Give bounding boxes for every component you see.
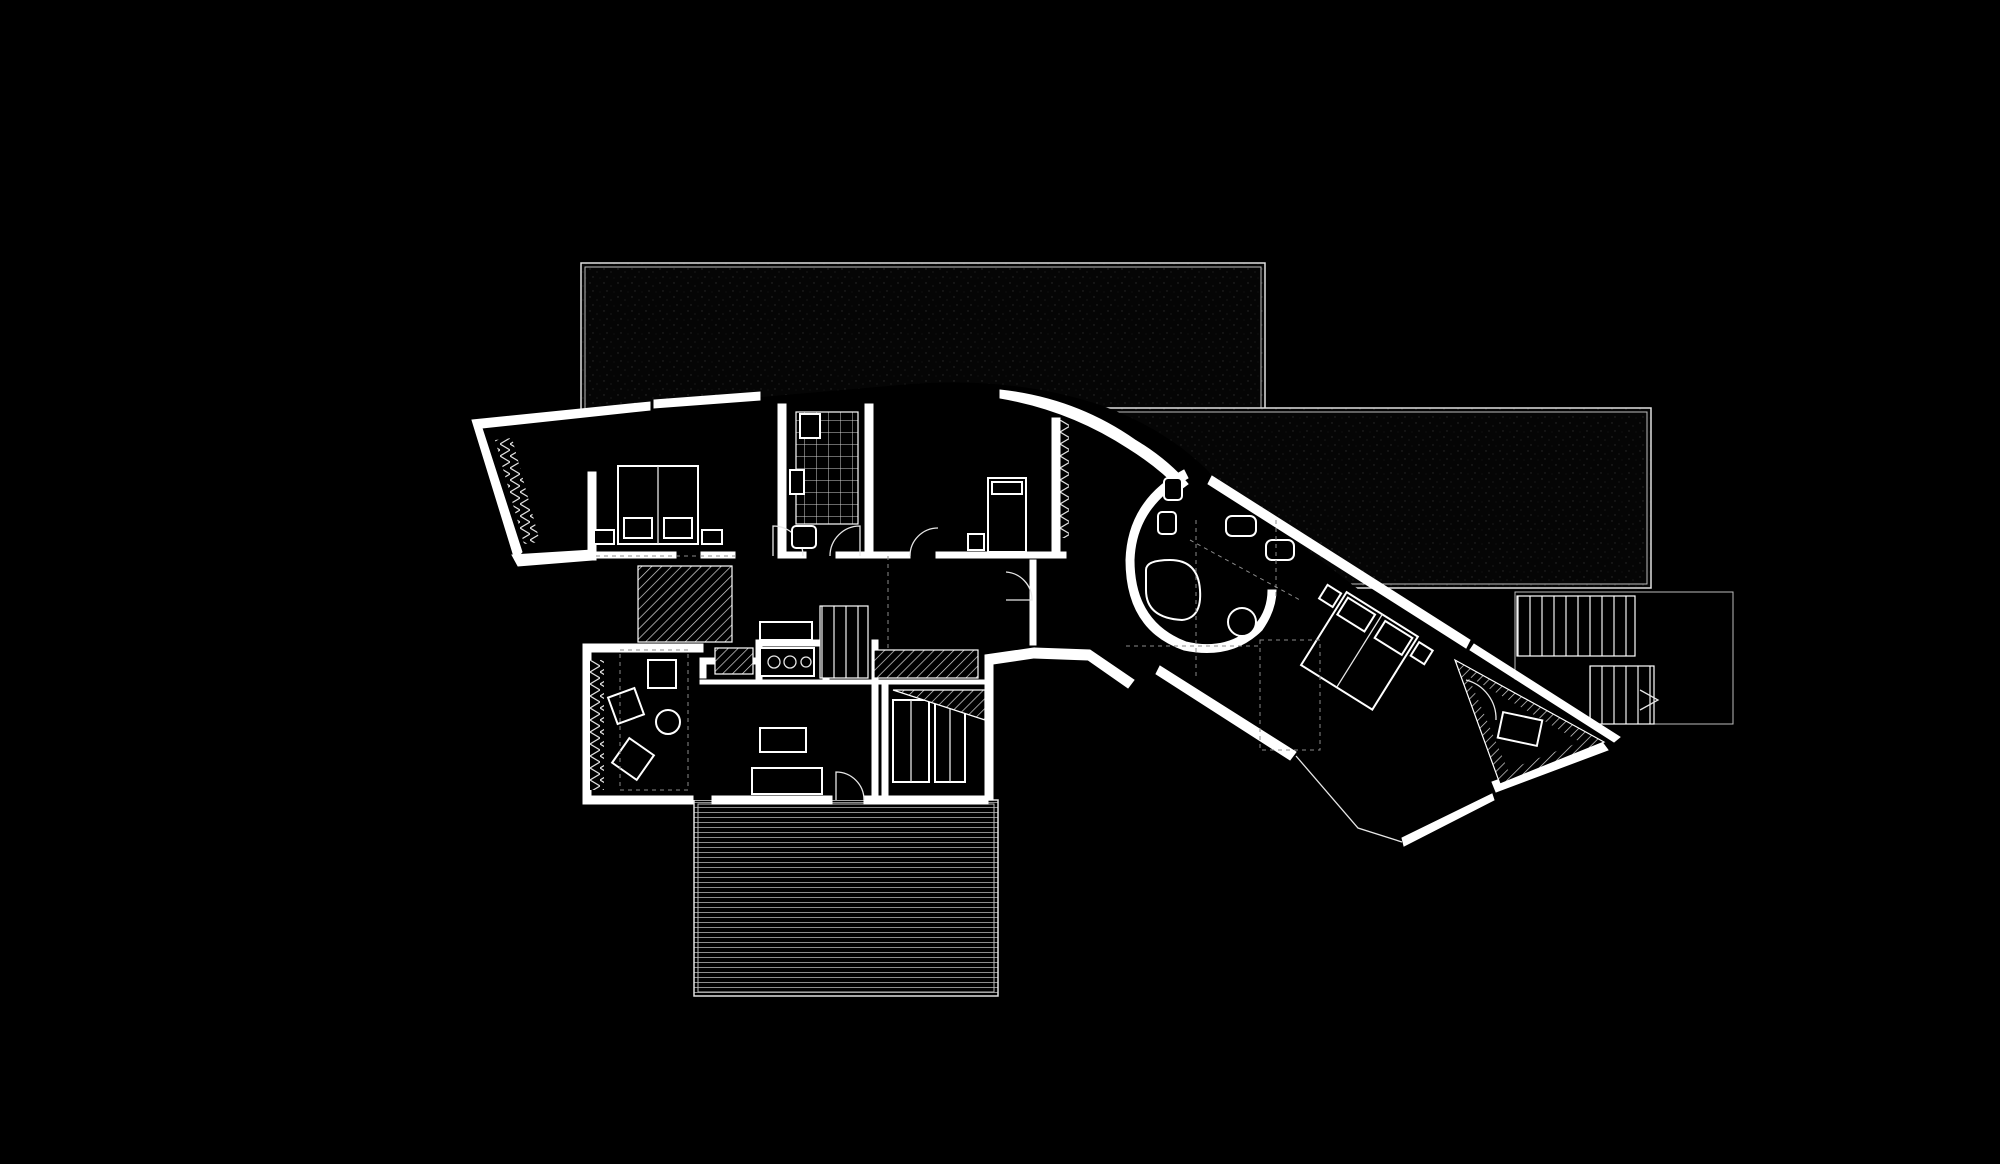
bathroom-central — [789, 411, 859, 549]
bedroom-central — [967, 477, 1027, 553]
sunroom-east — [1453, 658, 1606, 785]
hidden-lines — [887, 520, 1277, 680]
master-bedroom — [1259, 583, 1435, 751]
doors — [772, 525, 1033, 801]
external-stair-east — [1514, 591, 1734, 725]
living-room — [606, 649, 986, 795]
hob — [759, 647, 815, 677]
bathtub — [1145, 558, 1202, 622]
main-staircase — [637, 565, 979, 679]
master-bathroom — [1125, 469, 1301, 653]
outer-walls — [471, 389, 1621, 847]
armchair-2 — [606, 686, 646, 726]
coffee-table — [759, 727, 807, 753]
armchair-1 — [647, 659, 677, 689]
basin-round — [1227, 607, 1257, 637]
bedroom-west — [593, 465, 735, 557]
lounge-chair — [1496, 710, 1544, 748]
building-footprint — [474, 382, 1614, 840]
deck-south — [693, 799, 999, 997]
kitchen — [759, 621, 815, 677]
armchair-3 — [610, 736, 656, 782]
round-table — [655, 709, 681, 735]
sofa — [751, 767, 823, 795]
